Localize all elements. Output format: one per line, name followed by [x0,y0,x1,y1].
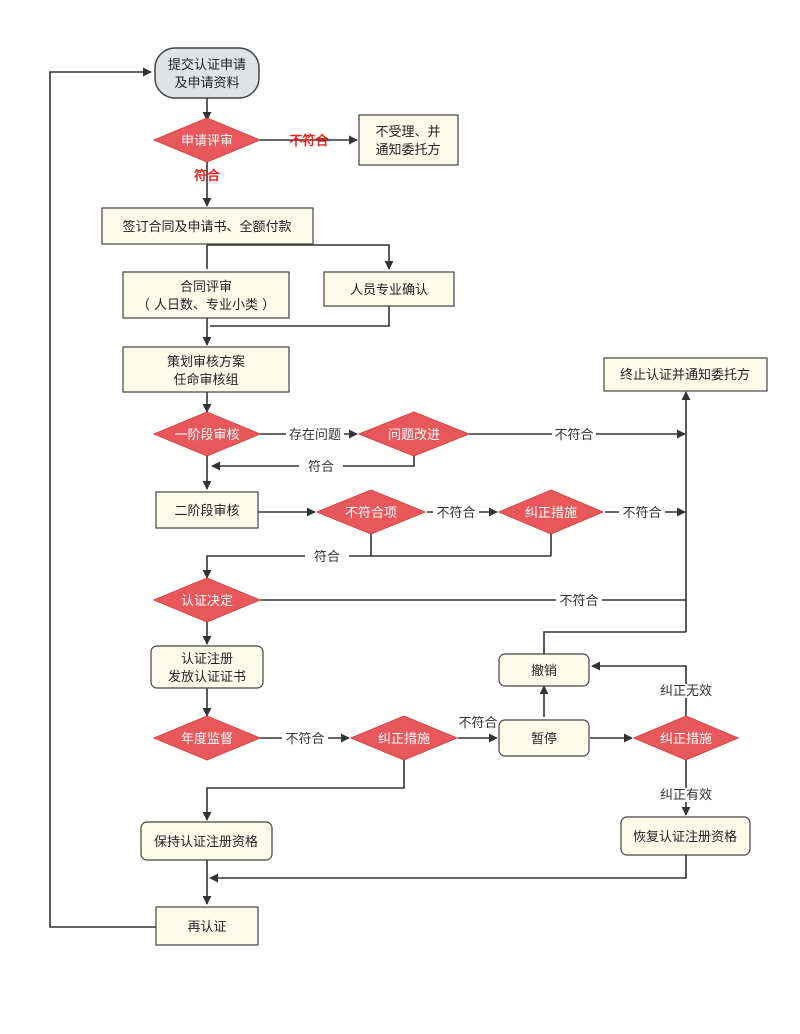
personnel-confirm-label: 人员专业确认 [350,283,428,298]
start-line-2: 及申请资料 [174,76,239,91]
edge-revoke-to-terminate [543,631,686,654]
connectors [49,67,691,928]
label-not-conform-4: 不符合 [559,593,598,609]
label-not-conform-2: 不符合 [436,505,475,521]
sign-contract-label: 签订合同及申请书、全额付款 [122,219,291,235]
corrective-action-2-label: 纠正措施 [378,732,430,747]
apply-review-label: 申请评审 [181,134,233,149]
corrective-action-3-label: 纠正措施 [660,732,712,747]
recertify-label: 再认证 [187,920,226,935]
contract-review-line-2: （ 人日数、专业小类 ） [137,298,275,313]
register-issue-box[interactable]: 认证注册 发放认证证书 [150,645,264,689]
corrective-action-3-decision[interactable]: 纠正措施 [632,715,740,761]
reject-line-2: 通知委托方 [375,142,440,158]
reject-box[interactable]: 不受理、并 通知委托方 [358,114,459,166]
sign-contract-box[interactable]: 签订合同及申请书、全额付款 [101,207,314,245]
label-not-conform-red: 不符合 [289,133,329,149]
terminate-label: 终止认证并通知委托方 [620,367,750,383]
terminate-box[interactable]: 终止认证并通知委托方 [603,357,768,392]
edge-conform-merge [202,555,551,579]
label-conform-red: 符合 [194,168,221,184]
revoke-box[interactable]: 撤销 [498,653,590,687]
stage2-audit-box[interactable]: 二阶段审核 [155,491,259,529]
label-backgrounds [282,428,725,802]
corrective-action-1-label: 纠正措施 [525,506,577,521]
personnel-confirm-box[interactable]: 人员专业确认 [323,271,455,307]
label-not-conform-3: 不符合 [622,505,661,521]
label-not-conform-5: 不符合 [285,731,324,747]
contract-review-line-1: 合同评审 [180,280,232,295]
suspend-box[interactable]: 暂停 [498,719,590,757]
corrective-action-2-decision[interactable]: 纠正措施 [349,715,459,761]
stage1-audit-label: 一阶段审核 [174,428,239,443]
stage2-audit-label: 二阶段审核 [174,504,239,519]
label-conform-2: 符合 [314,549,340,565]
annual-supervision-decision[interactable]: 年度监督 [152,715,262,761]
register-issue-line-2: 发放认证证书 [168,669,246,685]
apply-review-decision[interactable]: 申请评审 [152,117,262,163]
plan-audit-line-2: 任命审核组 [173,372,238,388]
cert-decision-decision[interactable]: 认证决定 [152,577,262,623]
reject-line-1: 不受理、并 [375,125,440,140]
plan-audit-line-1: 策划审核方案 [167,354,245,370]
edge-corrective3-to-revoke [591,661,687,716]
annual-supervision-label: 年度监督 [181,731,233,747]
edge-problem-back [211,456,415,471]
nonconform-item-label: 不符合项 [345,505,397,521]
keep-qualification-label: 保持认证注册资格 [154,834,258,850]
register-issue-line-1: 认证注册 [181,652,233,667]
recertify-box[interactable]: 再认证 [155,906,259,946]
suspend-label: 暂停 [531,731,557,747]
start-line-1: 提交认证申请 [168,57,246,73]
label-ineffective: 纠正无效 [660,684,712,699]
edge-corrective2-to-keep [202,760,405,821]
problem-improve-decision[interactable]: 问题改进 [357,411,471,457]
label-not-conform-1: 不符合 [554,427,593,443]
restore-qualification-label: 恢复认证注册资格 [633,829,737,845]
contract-review-box[interactable]: 合同评审 （ 人日数、专业小类 ） [122,271,290,319]
edge-contract-split [206,244,389,269]
label-not-conform-6: 不符合 [458,715,497,731]
edge-recertify-loop [49,67,156,928]
label-conform-1: 符合 [308,459,334,475]
edge-restore-to-merge [209,855,687,883]
label-effective: 纠正有效 [660,788,712,803]
restore-qualification-box[interactable]: 恢复认证注册资格 [620,816,751,856]
stage1-audit-decision[interactable]: 一阶段审核 [152,411,262,457]
edge-personnel-to-plan [210,306,390,327]
start-node[interactable]: 提交认证申请 及申请资料 [154,47,260,99]
keep-qualification-box[interactable]: 保持认证注册资格 [140,821,273,861]
nonconform-item-decision[interactable]: 不符合项 [315,489,427,535]
problem-improve-label: 问题改进 [388,428,440,443]
plan-audit-box[interactable]: 策划审核方案 任命审核组 [122,346,290,393]
label-has-problem: 存在问题 [289,428,341,443]
cert-decision-label: 认证决定 [181,594,233,609]
corrective-action-1-decision[interactable]: 纠正措施 [497,489,605,535]
edge-labels: 不符合 符合 存在问题 不符合 符合 不符合 不符合 符合 不符合 纠正无效 不… [194,133,712,803]
revoke-label: 撤销 [531,663,557,679]
